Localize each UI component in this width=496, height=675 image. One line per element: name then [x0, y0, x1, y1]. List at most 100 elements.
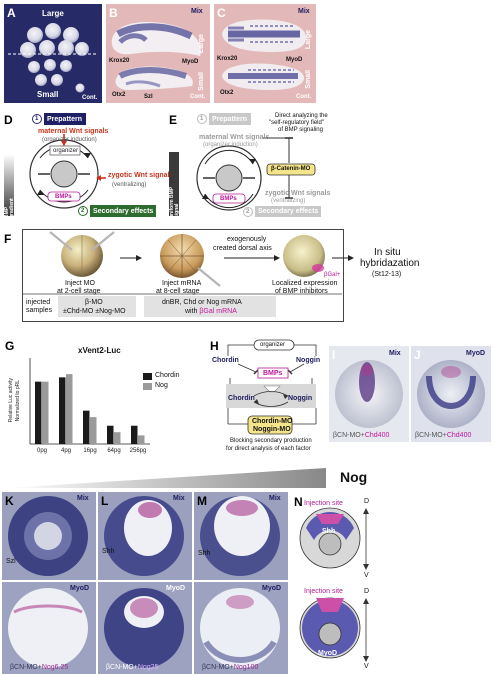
panel-h-caption-2: for direct analysis of each factor	[226, 446, 311, 452]
panel-f-frame	[22, 229, 344, 322]
panel-k-tag-top: Mix	[77, 495, 89, 502]
panel-e-organizer-induction: (organizer induction)	[203, 142, 258, 148]
panel-f-exo2: created dorsal axis	[213, 245, 272, 252]
panel-h-noggin-2: Noggin	[288, 395, 313, 402]
panel-e-prepattern: Prepattern	[212, 116, 248, 123]
nog-header-label: Nog	[340, 469, 368, 485]
panel-a-large-label: Large	[42, 9, 64, 18]
panel-f-local1: Localized expression	[272, 280, 338, 287]
panel-k-caption: βCN-MO+Nog6.25	[10, 664, 69, 671]
panel-d-letter: D	[4, 113, 13, 127]
panel-f-s2b: with βGal mRNA	[185, 308, 237, 315]
panel-l-top: L Mix Shh	[98, 492, 192, 580]
bar-nog-0pg	[42, 381, 49, 444]
panel-e-ventralizing: (ventralizing)	[271, 198, 306, 204]
panel-a-cont-label: Cont.	[82, 95, 98, 101]
x-tick-label: 64pg	[107, 448, 120, 454]
panel-m-tag-bottom: MyoD	[262, 585, 282, 592]
panel-f-letter: F	[4, 232, 12, 246]
panel-b-embryos	[111, 22, 201, 90]
panel-f-s1b: ±Chd-MO ±Nog-MO	[63, 308, 126, 315]
panel-j-caption: βCN-MO+Chd400	[415, 432, 472, 439]
panel-i-letter: I	[332, 348, 336, 362]
panel-m-shh: Shh	[198, 550, 211, 557]
panel-j: J MyoD βCN-MO+Chd400	[411, 346, 491, 442]
panel-b-krox20-label: Krox20	[109, 58, 130, 64]
panel-e-bcat: β-Catenin-MO	[271, 166, 311, 172]
legend-nog-label: Nog	[155, 382, 168, 389]
panel-a: A Large Small Cont.	[4, 4, 102, 103]
panel-m-top-embryo	[200, 496, 280, 576]
bar-nog-64pg	[114, 432, 121, 444]
panel-l-tag-top: Mix	[173, 495, 185, 502]
panel-a-small-label: Small	[37, 90, 59, 99]
legend-swatch-chordin	[143, 373, 152, 380]
panel-m-bottom: MyoD βCN-MO+Nog100	[194, 582, 288, 674]
panel-h-noggin-1: Noggin	[296, 357, 321, 364]
panel-b-mix-label: Mix	[191, 8, 203, 15]
panel-g: G xVent2-Luc Relative Luc activity Norma…	[0, 336, 200, 460]
bar-nog-4pg	[66, 374, 73, 444]
panel-b-letter: B	[109, 6, 118, 20]
x-tick-label: 256pg	[130, 448, 147, 454]
panel-d-num2: 2	[81, 208, 85, 214]
panel-e-note1: Direct analyzing the	[275, 113, 328, 119]
panel-k-bottom: MyoD βCN-MO+Nog6.25	[2, 582, 96, 674]
panel-h: H organizer Chordin Noggin BMPs Chordin …	[208, 336, 320, 456]
panel-d-zygotic-text: zygotic Wnt signals	[108, 172, 174, 179]
panel-l-tag-bottom: MyoD	[166, 585, 186, 592]
panel-h-mo2: Noggin-MO	[253, 426, 291, 433]
panel-d: D 1 Prepattern maternal Wnt signals (	[0, 108, 173, 218]
panel-j-embryo	[417, 360, 485, 428]
panel-k-tag-bottom: MyoD	[70, 585, 90, 592]
legend-chordin-label: Chordin	[155, 372, 180, 379]
panel-c-embryos	[222, 19, 306, 90]
panel-b-myod-label: MyoD	[182, 59, 199, 65]
panel-a-embryos	[8, 23, 98, 93]
panel-c: C Mix Large Small Krox20 MyoD Otx2 Cont.	[214, 4, 316, 103]
panel-n-v-top: V	[364, 572, 369, 579]
x-tick-label: 16pg	[83, 448, 96, 454]
panel-i-tag: Mix	[389, 350, 401, 357]
panel-l-caption: βCN-MO+Nog25	[106, 664, 159, 671]
bar-chordin-64pg	[107, 425, 114, 444]
panel-c-myod-label: MyoD	[286, 57, 303, 63]
bar-chordin-4pg	[59, 377, 66, 444]
panel-f-insitu3: (St12-13)	[372, 271, 402, 278]
panel-c-mix-label: Mix	[298, 8, 310, 15]
panel-f-inject1b: at 2-cell stage	[57, 288, 101, 295]
panel-n-injection-top: Injection site	[304, 500, 343, 507]
panel-h-caption-1: Blocking secondary production	[230, 438, 312, 444]
panel-f-insitu2: hybridazation	[360, 258, 420, 269]
panel-d-ventralizing: (ventralizing)	[112, 182, 147, 188]
panel-c-krox20-label: Krox20	[217, 56, 238, 62]
panel-f-insitu1: In situ	[374, 247, 401, 258]
panel-h-bmps: BMPs	[263, 370, 283, 377]
panel-d-diagram	[4, 113, 156, 217]
panel-d-secondary: Secondary effects	[93, 208, 154, 215]
panel-c-small-label: Small	[305, 70, 312, 89]
panel-k-bottom-embryo	[8, 588, 88, 668]
panel-e-letter: E	[169, 113, 178, 127]
panel-e-diagram	[169, 113, 321, 217]
panel-m-top: M Mix Shh	[194, 492, 288, 580]
bar-chordin-0pg	[35, 381, 42, 444]
panel-i: I Mix βCN-MO+Chd400	[329, 346, 409, 442]
panel-c-otx2-label: Otx2	[220, 90, 234, 96]
panel-f-exo1: exogenously	[227, 236, 267, 243]
panel-c-letter: C	[217, 6, 226, 20]
panel-i-caption: βCN-MO+Chd400	[333, 432, 390, 439]
panel-c-large-label: Large	[305, 30, 312, 50]
panel-n-diagram	[299, 507, 369, 662]
panel-f: F	[2, 226, 492, 324]
panel-h-organizer: organizer	[260, 342, 286, 348]
panel-n-v-bottom: V	[364, 663, 369, 670]
panel-b-small-label: Small	[198, 72, 205, 91]
panel-e-secondary: Secondary effects	[258, 208, 319, 215]
panel-e-uniform-label: uniform BMP signal	[169, 186, 180, 218]
panel-m-tag-top: Mix	[269, 495, 281, 502]
panel-c-cont-label: Cont.	[296, 94, 312, 100]
panel-b-otx2-label: Otx2	[112, 92, 126, 98]
panel-d-bmps: BMPs	[55, 194, 72, 200]
panel-b-cont-label: Cont.	[190, 94, 206, 100]
